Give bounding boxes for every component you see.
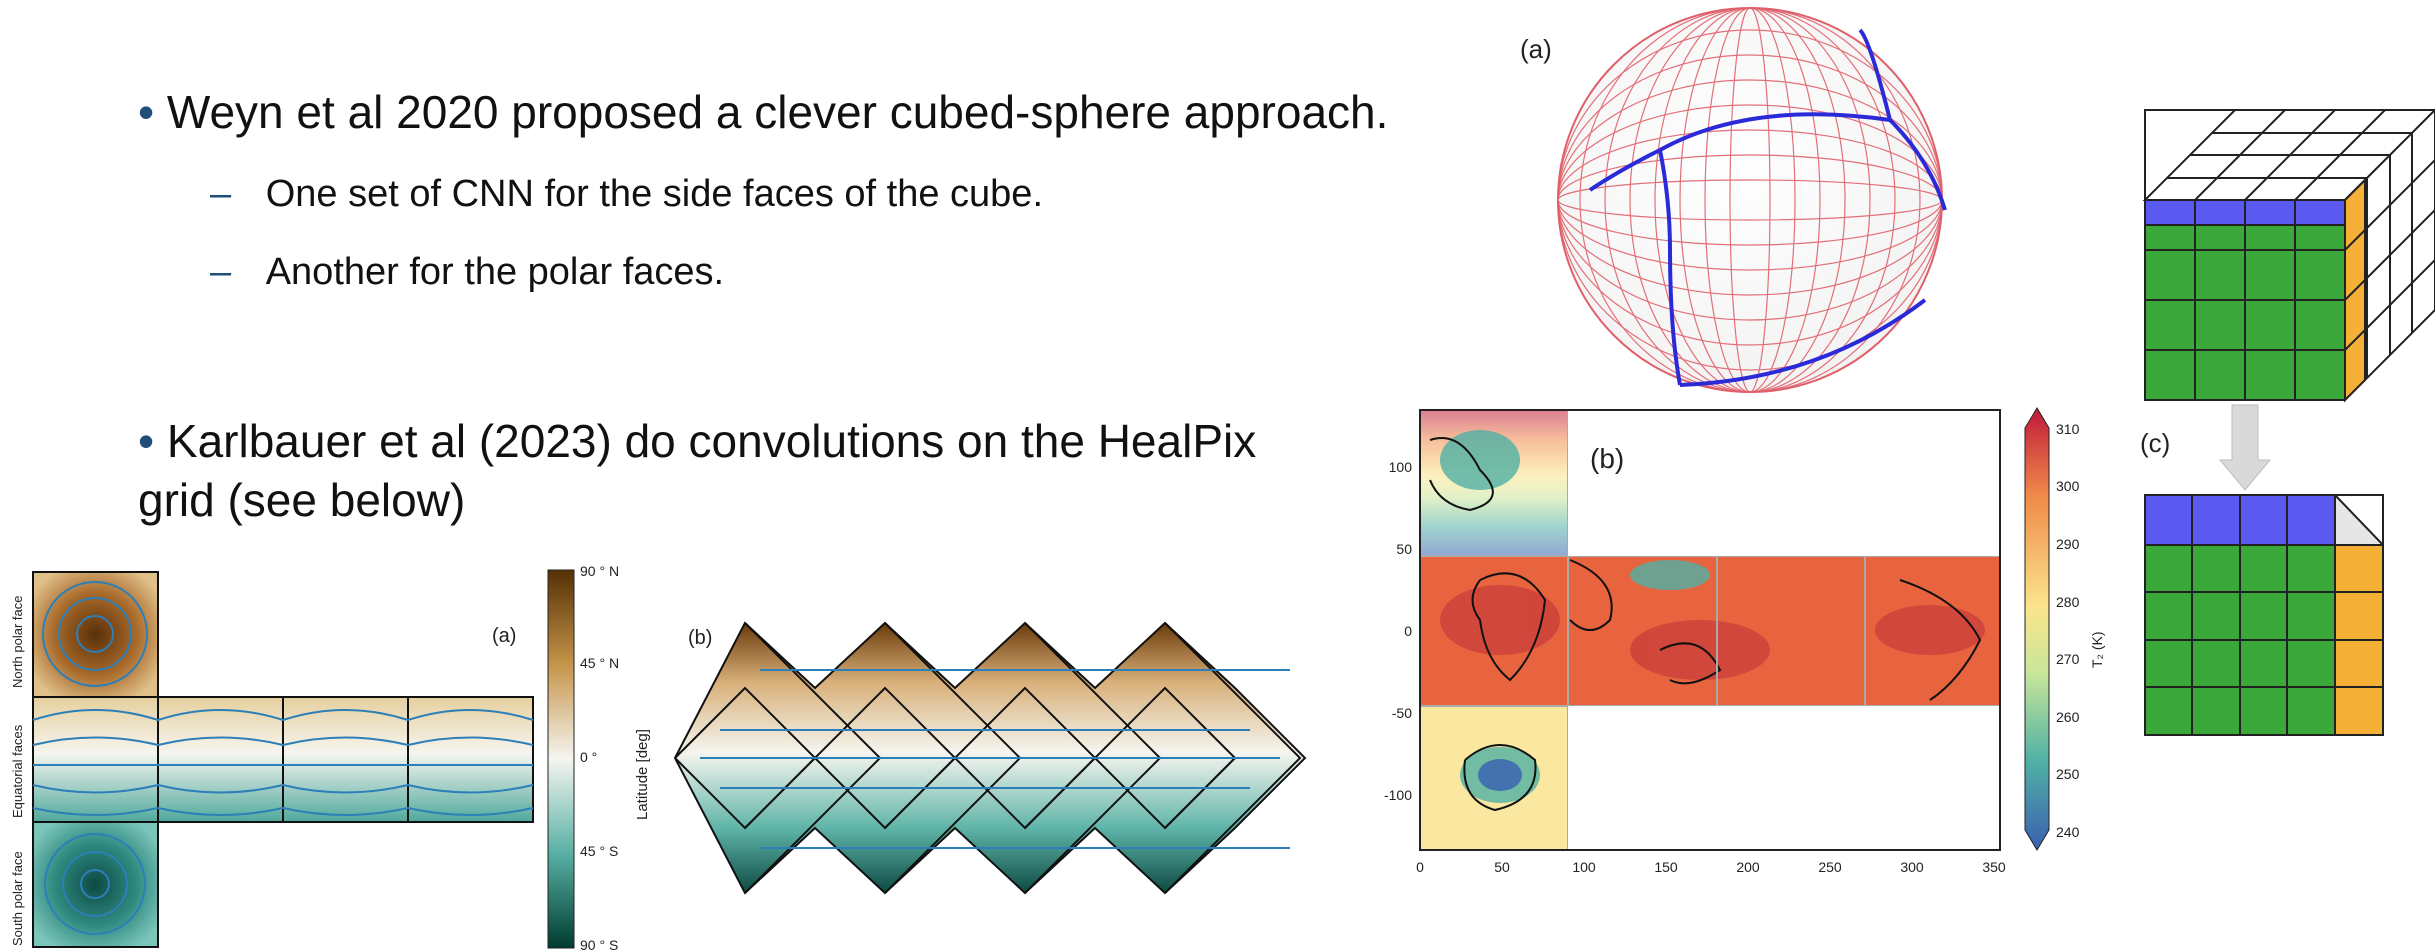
face-label-south: South polar face (10, 851, 25, 946)
temperature-colorbar (2024, 407, 2050, 851)
temp-cbar-tick: 260 (2056, 709, 2080, 725)
bullet-marker: • (138, 86, 155, 138)
subitem-2-text: Another for the polar faces. (265, 251, 725, 293)
dash-marker: – (210, 251, 232, 293)
bullet-2: • Karlbauer et al (2023) do convolutions… (138, 413, 1256, 469)
map-x-tick: 150 (1654, 859, 1678, 875)
map-x-tick: 50 (1494, 859, 1510, 875)
cube-panel-b-label: (b) (1590, 443, 1624, 474)
temp-cbar-tick: 290 (2056, 536, 2080, 552)
healpix-panel-a-label: (a) (492, 625, 516, 647)
subitem-2: – Another for the polar faces. (210, 248, 724, 296)
cube-panel-a-label: (a) (1520, 34, 1552, 64)
temp-cbar-tick: 310 (2056, 421, 2080, 437)
unfolded-face (2144, 494, 2384, 736)
temp-cbar-tick: 250 (2056, 766, 2080, 782)
map-y-tick: 50 (1396, 541, 1412, 557)
bullet-2-cont: grid (see below) (138, 472, 465, 528)
map-x-tick: 200 (1736, 859, 1760, 875)
subitem-1: – One set of CNN for the side faces of t… (210, 170, 1043, 218)
bullet-2-text-line1: Karlbauer et al (2023) do convolutions o… (166, 415, 1257, 467)
cbar-tick: 90 ° S (580, 937, 618, 951)
healpix-figure: North polar face Equatorial faces South … (10, 563, 1307, 951)
cbar-tick: 45 ° N (580, 655, 619, 671)
temp-cbar-tick: 270 (2056, 651, 2080, 667)
temp-cbar-tick: 280 (2056, 594, 2080, 610)
bullet-2-text-line2: grid (see below) (138, 474, 466, 526)
temp-colorbar-title: T₂ (K) (2089, 631, 2105, 668)
map-x-tick: 300 (1900, 859, 1924, 875)
bullet-1: • Weyn et al 2020 proposed a clever cube… (138, 84, 1388, 140)
north-polar-face (32, 571, 159, 698)
map-y-tick: -100 (1384, 787, 1412, 803)
cubed-sphere-figure: (a) (c) (1384, 7, 2435, 875)
subitem-1-text: One set of CNN for the side faces of the… (265, 173, 1043, 215)
cbar-tick: 0 ° (580, 749, 597, 765)
map-y-tick: 0 (1404, 623, 1412, 639)
map-x-tick: 100 (1572, 859, 1596, 875)
map-y-tick: 100 (1389, 459, 1413, 475)
bullet-1-text: Weyn et al 2020 proposed a clever cubed-… (166, 86, 1389, 138)
map-x-tick: 250 (1818, 859, 1842, 875)
bullet-marker: • (138, 415, 155, 467)
temp-cbar-tick: 300 (2056, 478, 2080, 494)
latitude-colorbar (547, 569, 575, 949)
down-arrow-icon (2218, 404, 2272, 491)
cbar-tick: 45 ° S (580, 843, 618, 859)
cube-panel-c-label: (c) (2140, 428, 2170, 458)
face-label-north: North polar face (10, 596, 25, 689)
face-label-equatorial: Equatorial faces (10, 724, 25, 818)
colorbar-title: Latitude [deg] (634, 729, 651, 820)
dash-marker: – (210, 173, 232, 215)
map-y-tick: -50 (1392, 705, 1412, 721)
cbar-tick: 90 ° N (580, 563, 619, 579)
temp-cbar-tick: 240 (2056, 824, 2080, 840)
map-x-tick: 0 (1416, 859, 1424, 875)
healpix-panel-b-label: (b) (688, 627, 712, 649)
cubed-sphere (1557, 7, 1943, 393)
map-x-tick: 350 (1982, 859, 2006, 875)
south-polar-face (32, 821, 159, 948)
cube-diagram (2142, 108, 2435, 403)
